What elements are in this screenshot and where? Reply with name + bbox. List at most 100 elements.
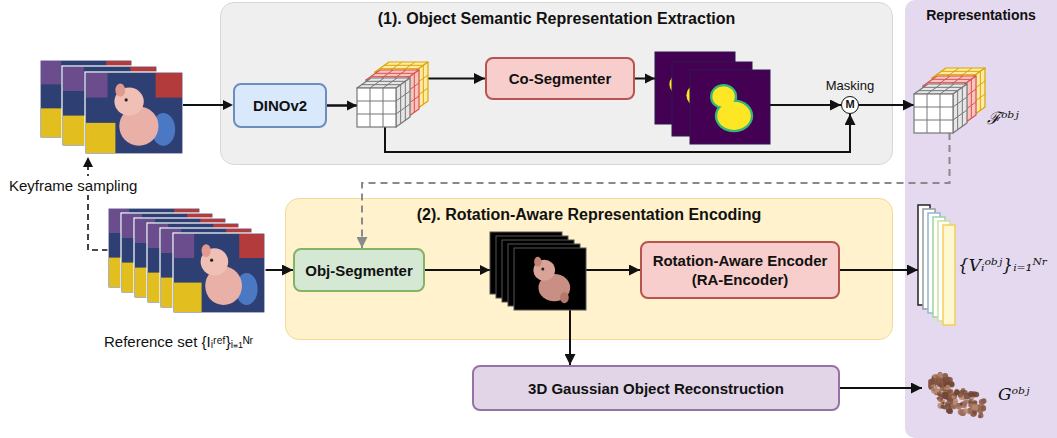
grid-line <box>400 85 401 124</box>
object-part <box>534 257 541 267</box>
grid-line <box>971 79 972 118</box>
gaussian-splat <box>932 388 935 391</box>
grid-line <box>914 120 953 121</box>
gaussian-splat <box>963 400 966 403</box>
gaussian-splat <box>958 409 964 415</box>
feature-vector <box>943 225 955 325</box>
gaussian-splat <box>974 401 977 404</box>
grid-line <box>414 73 415 112</box>
flow-arrow <box>265 269 293 271</box>
arrow-head <box>223 100 233 110</box>
model-box: DINOv2 <box>233 83 327 128</box>
grid-line <box>366 81 405 82</box>
grid-line <box>914 107 953 108</box>
process-box: 3D Gaussian Object Reconstruction <box>472 365 840 411</box>
step-label: Keyframe sampling <box>6 176 140 195</box>
box-label: Co-Segmenter <box>509 69 612 88</box>
grid-line <box>357 101 396 102</box>
grid-line <box>953 110 967 120</box>
gaussian-splat <box>935 385 938 388</box>
gaussian-splat <box>940 405 944 409</box>
grid-line <box>384 65 423 66</box>
gaussian-object <box>928 372 986 418</box>
box-label: Obj-Segmenter <box>305 261 413 280</box>
photo-frame <box>173 233 265 313</box>
panel-title: (1). Object Semantic Representation Extr… <box>221 9 892 29</box>
grid-line <box>383 78 397 88</box>
process-box: Co-Segmenter <box>485 57 635 100</box>
gaussian-splat <box>937 397 942 402</box>
gaussian-splat <box>938 383 942 387</box>
grid-line <box>953 97 967 107</box>
gaussian-splat <box>973 400 977 404</box>
photo-patch <box>239 234 264 258</box>
arrow-head <box>480 265 490 275</box>
photo <box>85 72 183 154</box>
cube-face <box>953 84 967 133</box>
gaussian-splat <box>942 393 948 399</box>
object-part <box>560 292 569 303</box>
photo-frame <box>85 72 183 154</box>
object-part <box>541 268 544 271</box>
math-label: {Vᵢᵒᵇʲ}ᵢ₌₁ᴺʳ <box>958 255 1048 275</box>
gaussian-splat <box>937 380 944 387</box>
panel-title: Representations <box>905 6 1057 24</box>
math-label: Gᵒᵇʲ <box>998 384 1029 404</box>
gaussian-splat <box>928 379 934 385</box>
box-label: Rotation-Aware Encoder <box>653 251 828 270</box>
gaussian-splat <box>935 374 939 378</box>
grid-line <box>927 84 941 94</box>
flow-line <box>183 104 226 106</box>
flow-arrow <box>859 104 914 106</box>
grid-line <box>980 71 981 110</box>
math-label: ℱᵒᵇʲ <box>987 106 1019 129</box>
grid-line <box>923 87 962 88</box>
gaussian-splat <box>937 397 940 400</box>
grid-line <box>928 82 967 83</box>
arrow-head <box>83 157 93 167</box>
gaussian-splat <box>942 392 948 398</box>
grid-line <box>396 104 410 114</box>
gaussian-splat <box>972 404 979 411</box>
gaussian-splat <box>979 399 985 405</box>
photo-patch <box>41 61 61 84</box>
cube-face <box>914 94 953 133</box>
photo-patch <box>174 283 202 312</box>
process-box: Obj-Segmenter <box>293 248 425 292</box>
grid-line <box>380 68 419 69</box>
guidance-arrow <box>362 133 950 248</box>
operator-symbol: M <box>842 97 858 112</box>
gaussian-splat <box>950 401 953 404</box>
grid-line <box>962 87 963 126</box>
panel-title: (2). Rotation-Aware Representation Encod… <box>286 205 892 225</box>
gaussian-splat <box>974 392 980 398</box>
photo-patch <box>86 73 108 98</box>
gaussian-splat <box>981 406 985 410</box>
mask-image <box>690 70 770 144</box>
grid-line <box>370 78 384 88</box>
gaussian-splat <box>960 402 963 405</box>
photo-patch <box>125 98 128 101</box>
grid-line <box>370 88 371 127</box>
gaussian-splat <box>950 404 953 407</box>
gaussian-splat <box>940 397 943 400</box>
cube-face <box>396 78 410 127</box>
mask-frame <box>690 70 770 144</box>
grid-line <box>932 79 971 80</box>
grid-line <box>371 76 410 77</box>
feature-cube <box>914 84 967 133</box>
photo-patch <box>156 73 182 98</box>
photo-patch <box>174 234 194 258</box>
masking-operator: MaskingM <box>841 96 859 114</box>
photo-patch <box>202 244 211 257</box>
gaussian-splat <box>951 395 955 399</box>
gaussian-splat <box>945 385 950 390</box>
photo <box>173 233 265 313</box>
image-frame <box>514 248 586 310</box>
grid-line <box>957 91 958 130</box>
grid-line <box>357 114 396 115</box>
feature-cube <box>357 78 410 127</box>
grid-line <box>941 71 980 72</box>
gaussian-splat <box>978 413 983 418</box>
